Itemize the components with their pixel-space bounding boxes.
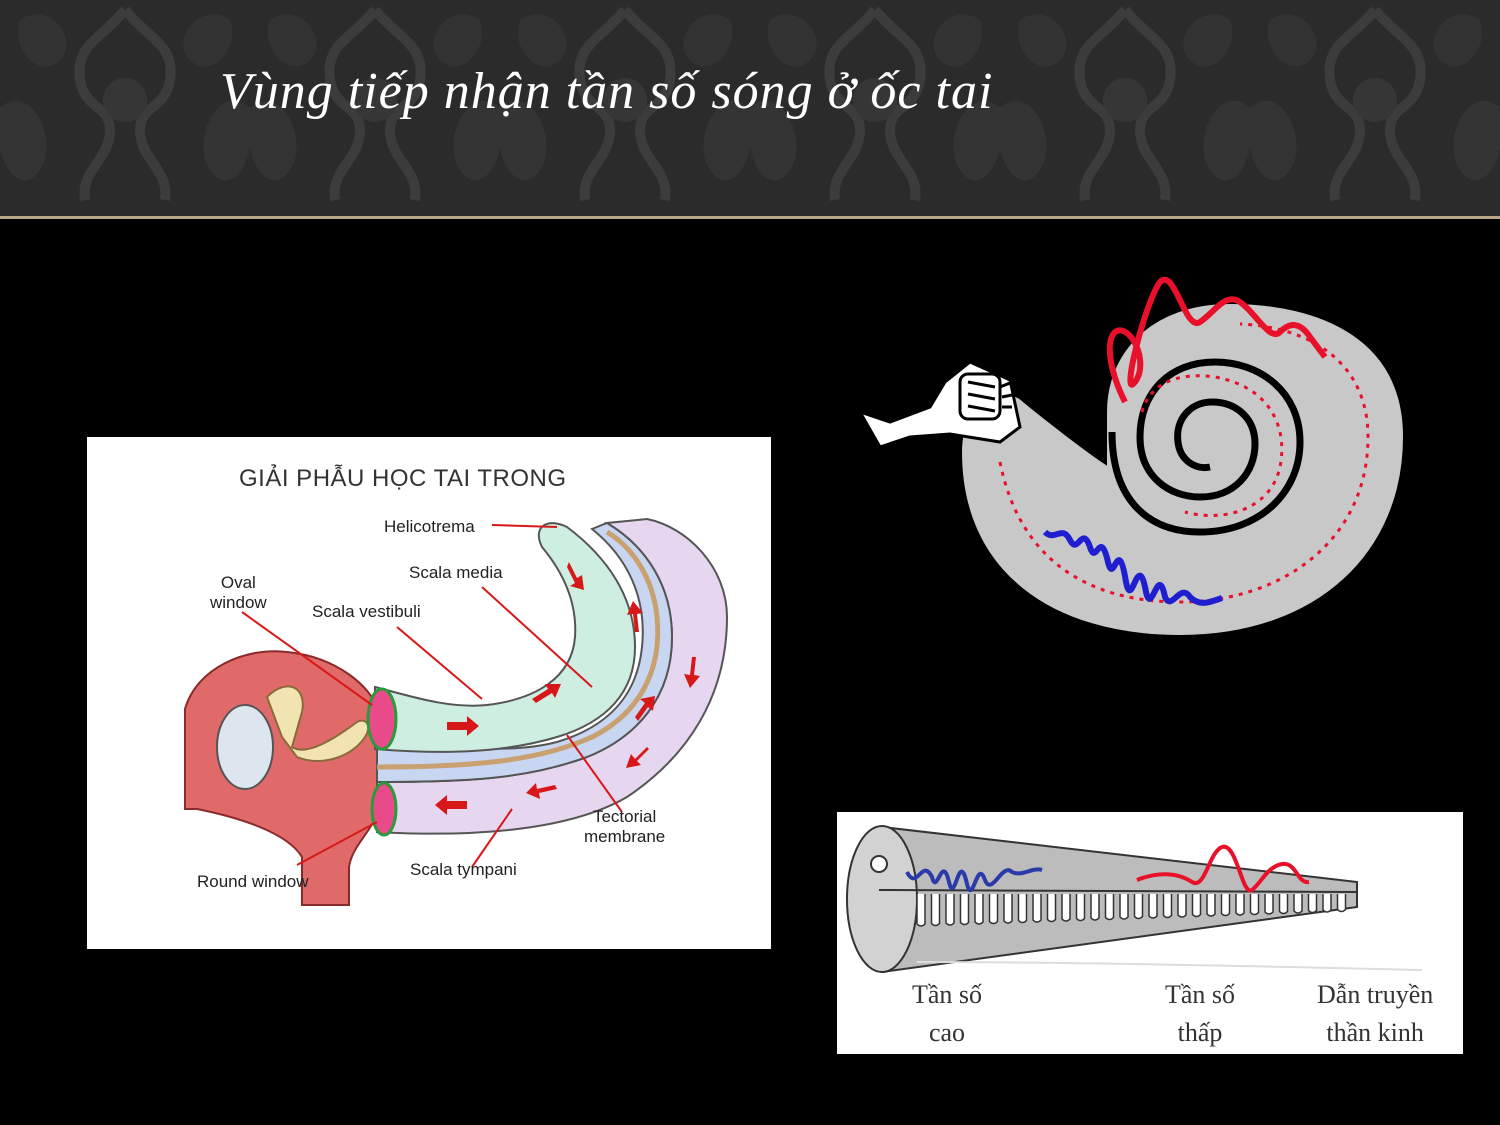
label-oval-window: Oval window xyxy=(210,573,267,612)
header-band xyxy=(0,0,1500,216)
hair-cell xyxy=(959,894,970,926)
hair-cell xyxy=(1307,894,1318,914)
hair-cell xyxy=(1075,894,1086,922)
label-round-window: Round window xyxy=(197,872,309,891)
hair-cell xyxy=(1206,894,1216,917)
hair-cell xyxy=(1249,894,1260,916)
hair-cell xyxy=(1119,894,1129,920)
label-helicotrema: Helicotrema xyxy=(384,517,475,536)
hair-cell xyxy=(930,894,941,927)
hair-cell xyxy=(1322,894,1332,913)
hair-cell xyxy=(1104,894,1115,921)
anatomy-drawing xyxy=(184,517,729,906)
spiral-line xyxy=(1108,358,1304,536)
hair-cell xyxy=(988,894,999,925)
hair-cell xyxy=(1278,894,1289,915)
label-scala-media: Scala media xyxy=(409,563,503,582)
hair-cell xyxy=(1148,894,1158,919)
damask-pattern xyxy=(0,0,1500,216)
label-low-frequency: Tần số thấp xyxy=(1165,980,1236,1047)
hair-cell xyxy=(1090,894,1100,921)
hair-cell xyxy=(1162,894,1173,919)
high-frequency-wave xyxy=(1042,529,1223,606)
inner-ear-anatomy-diagram: GIẢI PHẪU HỌC TAI TRONG xyxy=(87,437,771,949)
hair-cell xyxy=(1046,894,1057,923)
slide-title: Vùng tiếp nhận tần số sóng ở ốc tai xyxy=(220,63,994,120)
hair-cell xyxy=(1191,894,1202,918)
label-high-frequency: Tần số cao xyxy=(912,980,983,1047)
hair-cell xyxy=(1336,894,1347,913)
anatomy-title: GIẢI PHẪU HỌC TAI TRONG xyxy=(239,465,567,492)
label-scala-vestibuli: Scala vestibuli xyxy=(312,602,421,621)
hair-cell xyxy=(1003,894,1013,924)
hair-cell xyxy=(1293,894,1303,914)
hair-cell xyxy=(1235,894,1245,916)
hair-cell xyxy=(1133,894,1144,920)
hair-cell xyxy=(1032,894,1042,923)
basilar-membrane-diagram: Tần số cao Tần số thấp Dẫn truyền thần k… xyxy=(837,812,1463,1054)
hair-cell xyxy=(916,894,926,927)
hair-cell xyxy=(1061,894,1071,922)
header-divider xyxy=(0,216,1500,219)
leader-lines xyxy=(241,524,623,868)
trumpet-icon xyxy=(856,360,1022,449)
hair-cell xyxy=(945,894,955,926)
cochlea-body xyxy=(957,299,1408,640)
high-frequency-wave-tube xyxy=(905,867,1043,893)
hair-cells xyxy=(916,894,1347,927)
low-frequency-wave xyxy=(1106,276,1328,404)
flow-arrows xyxy=(435,562,700,815)
hair-cell xyxy=(1220,894,1231,917)
tube-drawing xyxy=(846,825,1423,974)
label-scala-tympani: Scala tympani xyxy=(410,860,517,879)
hair-cell xyxy=(1177,894,1187,918)
label-tectorial-membrane: Tectorial membrane xyxy=(584,807,666,846)
label-nerve-conduction: Dẫn truyền thần kinh xyxy=(1317,980,1434,1047)
hair-cell xyxy=(1264,894,1274,915)
hair-cell xyxy=(1017,894,1028,924)
hair-cell xyxy=(974,894,984,925)
low-frequency-wave-tube xyxy=(1136,844,1310,893)
cochlea-spiral-diagram xyxy=(856,276,1408,640)
